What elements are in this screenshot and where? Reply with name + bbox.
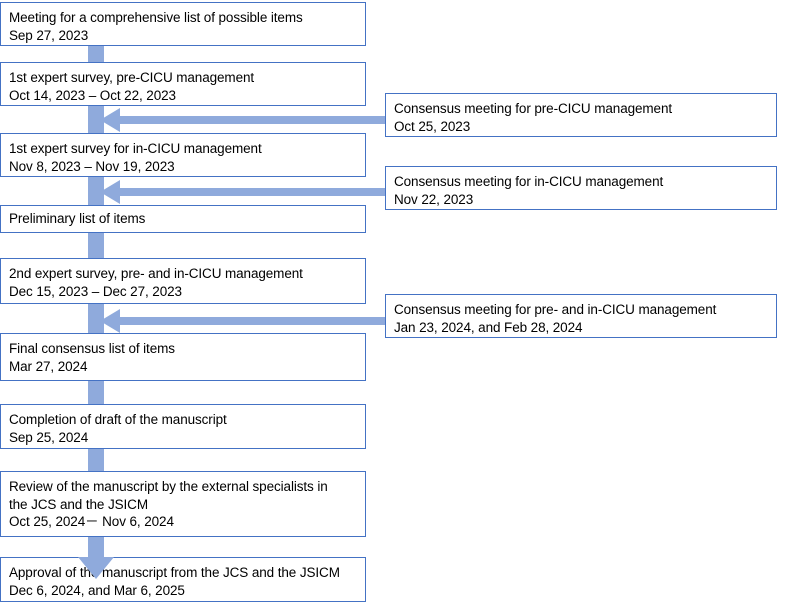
arrow-shaft	[120, 116, 385, 124]
step-date: Sep 25, 2024	[9, 429, 89, 445]
arrow-shaft	[120, 317, 385, 325]
step-box-external-review[interactable]: Review of the manuscript by the external…	[0, 471, 366, 537]
flow-connector-segment-6	[88, 380, 104, 406]
step-box-first-survey-pre-cicu[interactable]: 1st expert survey, pre-CICU management O…	[0, 62, 366, 106]
note-date: Nov 22, 2023	[394, 191, 474, 207]
step-title: 1st expert survey for in-CICU management	[9, 141, 262, 156]
step-date: Mar 27, 2024	[9, 358, 88, 374]
arrow-head-left-icon	[100, 180, 120, 204]
step-title: Meeting for a comprehensive list of poss…	[9, 10, 303, 25]
step-box-meeting-comprehensive-list[interactable]: Meeting for a comprehensive list of poss…	[0, 2, 366, 46]
step-date: Dec 6, 2024, and Mar 6, 2025	[9, 582, 185, 598]
note-date: Jan 23, 2024, and Feb 28, 2024	[394, 319, 583, 335]
step-box-preliminary-list[interactable]: Preliminary list of items	[0, 205, 366, 233]
flow-connector-segment-7	[88, 448, 104, 472]
arrow-head-left-icon	[100, 108, 120, 132]
step-box-final-consensus-list[interactable]: Final consensus list of items Mar 27, 20…	[0, 333, 366, 381]
note-title: Consensus meeting for pre-CICU managemen…	[394, 101, 673, 116]
note-title: Consensus meeting for in-CICU management	[394, 174, 664, 189]
step-box-approval[interactable]: Approval of the manuscript from the JCS …	[0, 557, 366, 602]
step-date: Oct 25, 2024－ Nov 6, 2024	[9, 514, 174, 530]
step-title-line2: the JCS and the JSICM	[9, 496, 148, 512]
note-date: Oct 25, 2023	[394, 118, 471, 134]
step-title: Preliminary list of items	[9, 211, 146, 226]
step-title-line1: Review of the manuscript by the external…	[9, 479, 328, 494]
arrow-head-down-icon	[78, 557, 114, 579]
arrow-down-to-approval	[78, 537, 114, 579]
step-title: 1st expert survey, pre-CICU management	[9, 70, 255, 85]
step-box-completion-draft[interactable]: Completion of draft of the manuscript Se…	[0, 404, 366, 449]
step-title: 2nd expert survey, pre- and in-CICU mana…	[9, 266, 303, 281]
note-box-consensus-pre-and-in-cicu[interactable]: Consensus meeting for pre- and in-CICU m…	[385, 294, 777, 338]
step-box-second-survey[interactable]: 2nd expert survey, pre- and in-CICU mana…	[0, 258, 366, 304]
step-date: Oct 14, 2023 – Oct 22, 2023	[9, 87, 176, 103]
step-date: Sep 27, 2023	[9, 27, 89, 43]
step-title: Completion of draft of the manuscript	[9, 412, 227, 427]
flow-connector-segment-1	[88, 45, 104, 67]
arrow-shaft	[120, 188, 385, 196]
arrow-consensus-in-cicu-to-flow	[100, 180, 385, 204]
arrow-consensus-pre-and-in-cicu-to-flow	[100, 309, 385, 333]
note-title: Consensus meeting for pre- and in-CICU m…	[394, 302, 717, 317]
arrow-shaft	[88, 537, 104, 559]
step-box-first-survey-in-cicu[interactable]: 1st expert survey for in-CICU management…	[0, 133, 366, 177]
step-date: Nov 8, 2023 – Nov 19, 2023	[9, 158, 175, 174]
step-title: Approval of the manuscript from the JCS …	[9, 565, 340, 580]
step-date: Dec 15, 2023 – Dec 27, 2023	[9, 283, 182, 299]
flow-connector-segment-4	[88, 232, 104, 259]
arrow-consensus-pre-cicu-to-flow	[100, 108, 385, 132]
note-box-consensus-in-cicu[interactable]: Consensus meeting for in-CICU management…	[385, 166, 777, 210]
note-box-consensus-pre-cicu[interactable]: Consensus meeting for pre-CICU managemen…	[385, 93, 777, 137]
step-title: Final consensus list of items	[9, 341, 175, 356]
arrow-head-left-icon	[100, 309, 120, 333]
